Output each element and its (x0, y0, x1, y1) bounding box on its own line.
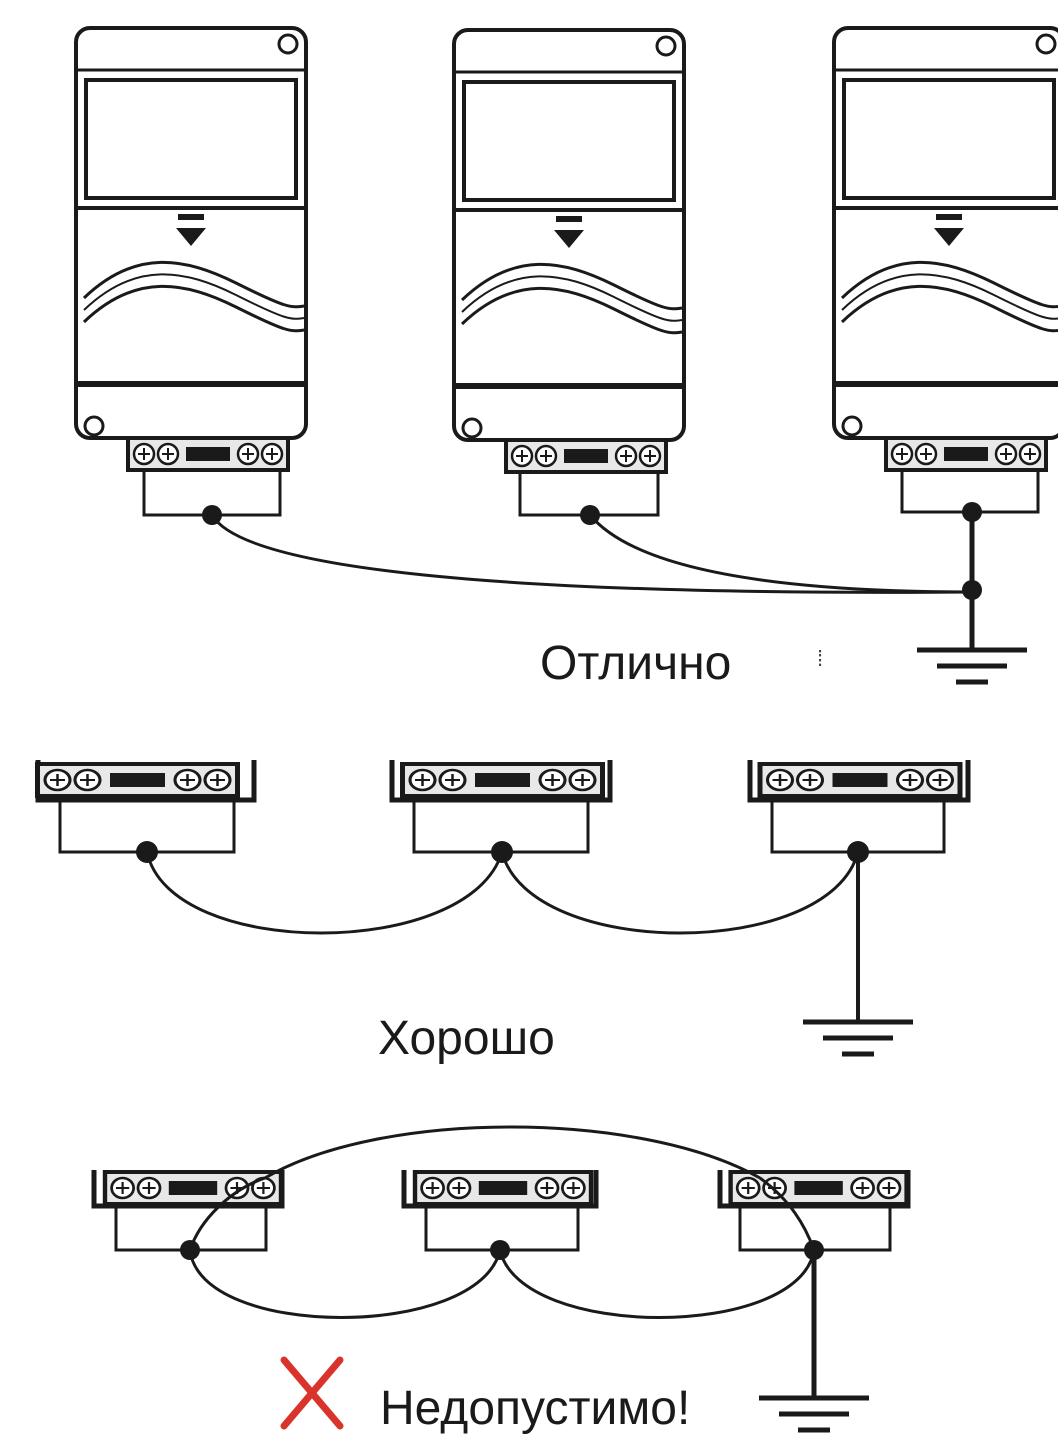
excellent-scheme (76, 28, 1058, 682)
ground-icon (917, 650, 1027, 682)
good-scheme (38, 760, 971, 1054)
label-good: Хорошо (378, 1012, 555, 1065)
cross-icon (280, 1356, 344, 1430)
unacceptable-scheme (91, 1125, 911, 1430)
terminal-strip (415, 1172, 591, 1204)
marker-dots: ⁞ (817, 646, 824, 671)
ground-icon (759, 1398, 869, 1430)
terminal-strip (105, 1172, 281, 1204)
ground-icon (803, 1022, 913, 1054)
label-unacceptable: Недопустимо! (380, 1382, 691, 1435)
terminal-strip (403, 764, 603, 796)
terminal-strip (504, 438, 668, 474)
drive-unit (454, 30, 684, 440)
terminal-strip (760, 764, 960, 796)
drive-unit (834, 28, 1058, 438)
terminal-strip (884, 436, 1048, 472)
terminal-strip (38, 764, 238, 796)
terminal-strip (126, 436, 290, 472)
label-excellent: Отлично (540, 637, 732, 690)
drive-unit (76, 28, 306, 438)
